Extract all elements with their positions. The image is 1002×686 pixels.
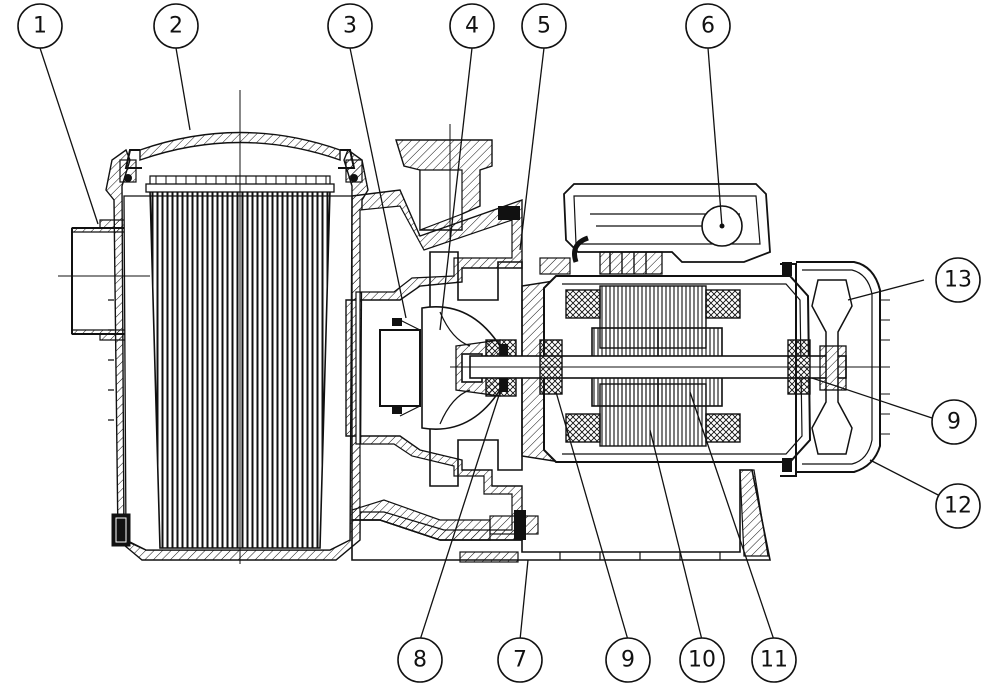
callout-10: 10 [679,637,725,683]
callout-2: 2 [153,3,199,49]
callout-7-label: 7 [513,648,527,673]
callout-10-label: 10 [688,648,716,673]
fan-and-cowl [796,261,890,473]
callout-11-label: 11 [760,648,788,673]
callout-11: 11 [751,637,797,683]
basket-top-ridges [155,176,327,184]
callout-5-label: 5 [537,14,551,39]
callout-3: 3 [327,3,373,49]
leader-lines [39,47,945,641]
terminal-box [539,183,771,275]
callout-9a-label: 9 [621,648,635,673]
callout-9b-label: 9 [947,410,961,435]
motor [450,262,890,477]
winding-top-left [565,289,601,319]
callout-4-label: 4 [465,14,479,39]
callout-9-bottom: 9 [605,637,651,683]
winding-bot-left [565,413,601,443]
callout-8-label: 8 [413,648,427,673]
callout-13: 13 [935,257,981,303]
callout-7: 7 [497,637,543,683]
callout-1: 1 [17,3,63,49]
callout-2-label: 2 [169,14,183,39]
strainer-lid [119,131,363,183]
pump-casing [345,124,523,541]
callout-6: 6 [685,3,731,49]
foot-bolt [459,551,519,563]
callout-4: 4 [449,3,495,49]
rear-bearing [787,339,811,395]
callouts: 1 2 3 4 5 6 7 8 9 9 10 11 12 13 [17,3,981,683]
callout-3-label: 3 [343,14,357,39]
base-frame [351,469,771,563]
callout-6-label: 6 [701,14,715,39]
callout-1-label: 1 [33,14,47,39]
callout-12-label: 12 [944,494,972,519]
front-bearing [539,339,563,395]
winding-bot-right [705,413,741,443]
callout-9-right: 9 [931,399,977,445]
callout-13-label: 13 [944,268,972,293]
callout-12: 12 [935,483,981,529]
callout-8: 8 [397,637,443,683]
winding-top-right [705,289,741,319]
callout-5: 5 [521,3,567,49]
